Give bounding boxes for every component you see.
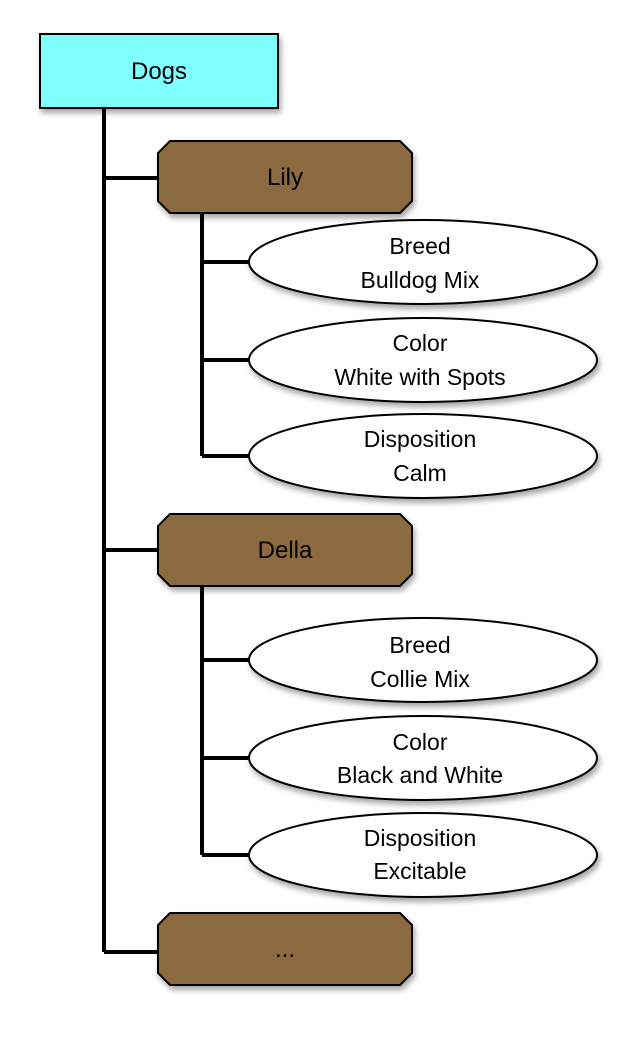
attribute-node-lily-color: Color White with Spots bbox=[248, 317, 598, 403]
connectors bbox=[102, 107, 250, 954]
attribute-value: Black and White bbox=[337, 762, 503, 788]
dog-label-della: Della bbox=[258, 537, 313, 564]
attribute-key: Breed bbox=[389, 632, 450, 658]
root-node: Dogs bbox=[39, 33, 279, 109]
dog-node-lily: Lily bbox=[157, 140, 413, 214]
attribute-node-della-disposition: Disposition Excitable bbox=[248, 812, 598, 898]
dog-node-della: Della bbox=[157, 513, 413, 587]
attribute-value: Collie Mix bbox=[370, 666, 470, 692]
attribute-oval bbox=[248, 812, 598, 898]
attribute-node-lily-disposition: Disposition Calm bbox=[248, 413, 598, 499]
attribute-key: Disposition bbox=[364, 825, 477, 851]
attribute-value: Bulldog Mix bbox=[361, 267, 480, 293]
attribute-node-lily-breed: Breed Bulldog Mix bbox=[248, 219, 598, 305]
attribute-oval bbox=[248, 715, 598, 801]
dog-node-more: ... bbox=[157, 912, 413, 986]
attribute-node-della-breed: Breed Collie Mix bbox=[248, 617, 598, 703]
attribute-oval bbox=[248, 617, 598, 703]
attribute-value: Calm bbox=[393, 460, 447, 486]
attribute-key: Breed bbox=[389, 233, 450, 259]
dog-box-more bbox=[157, 912, 413, 986]
root-box bbox=[39, 33, 279, 109]
attribute-key: Color bbox=[393, 330, 448, 356]
attribute-value: White with Spots bbox=[334, 364, 505, 390]
attribute-node-della-color: Color Black and White bbox=[248, 715, 598, 801]
dog-label-more: ... bbox=[275, 936, 295, 963]
attribute-oval bbox=[248, 317, 598, 403]
attribute-value: Excitable bbox=[373, 858, 466, 884]
attribute-oval bbox=[248, 413, 598, 499]
attribute-oval bbox=[248, 219, 598, 305]
dog-box-lily bbox=[157, 140, 413, 214]
dog-box-della bbox=[157, 513, 413, 587]
attribute-key: Color bbox=[393, 729, 448, 755]
dog-label-lily: Lily bbox=[267, 164, 303, 191]
attribute-key: Disposition bbox=[364, 426, 477, 452]
root-label: Dogs bbox=[131, 58, 187, 85]
